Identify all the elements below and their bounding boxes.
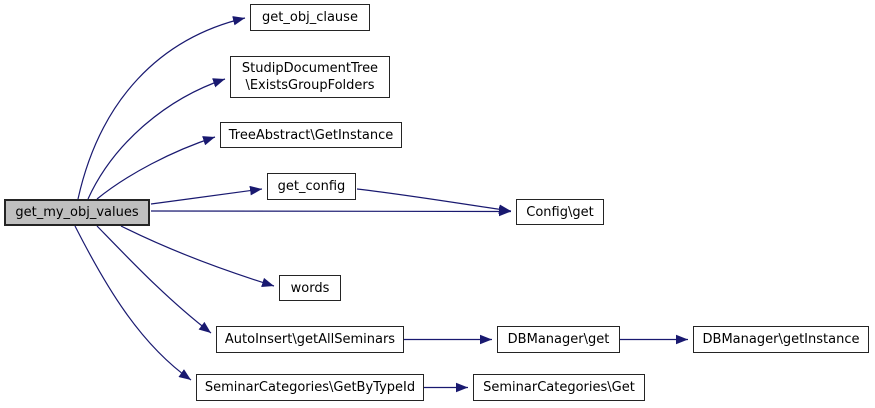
node-label: SeminarCategories\GetByTypeId [204, 380, 416, 395]
node-label-line2: \ExistsGroupFolders [245, 78, 375, 93]
node-label: AutoInsert\getAllSeminars [224, 332, 396, 347]
edge-root-to-tree-abstract [96, 136, 216, 200]
node-label: get_obj_clause [262, 10, 358, 25]
node-label: DBManager\get [507, 332, 610, 347]
node-label: get_config [277, 179, 346, 194]
node-label: Config\get [526, 204, 594, 220]
node-label: SeminarCategories\Get [483, 380, 635, 395]
edge-get-config-to-config-get [356, 188, 512, 215]
node-label: get_my_obj_values [15, 205, 139, 220]
node-get-config[interactable]: get_config [267, 173, 356, 200]
node-get-my-obj-values[interactable]: get_my_obj_values [4, 199, 150, 226]
node-seminar-categories-get-by-type-id[interactable]: SeminarCategories\GetByTypeId [196, 374, 424, 401]
node-auto-insert-get-all-seminars[interactable]: AutoInsert\getAllSeminars [216, 326, 404, 353]
node-db-manager-get[interactable]: DBManager\get [497, 326, 620, 353]
edge-root-to-get-config [150, 185, 263, 205]
node-get-obj-clause[interactable]: get_obj_clause [250, 4, 370, 31]
node-studip-document-tree-exists-group-folders[interactable]: StudipDocumentTree \ExistsGroupFolders [230, 56, 390, 98]
node-tree-abstract-get-instance[interactable]: TreeAbstract\GetInstance [220, 122, 402, 148]
node-words[interactable]: words [279, 275, 341, 301]
node-db-manager-get-instance[interactable]: DBManager\getInstance [693, 326, 869, 353]
node-label: words [290, 280, 330, 296]
edge-root-to-get-obj-clause [77, 16, 246, 200]
edge-root-to-words [120, 225, 275, 288]
node-label: TreeAbstract\GetInstance [228, 127, 394, 143]
edge-root-to-seminar-categories-by-type [74, 225, 192, 381]
node-config-get[interactable]: Config\get [516, 199, 604, 225]
edge-root-to-studip-document-tree [87, 78, 226, 200]
node-label: DBManager\getInstance [702, 332, 860, 347]
node-label-line1: StudipDocumentTree [241, 61, 379, 76]
edge-root-to-auto-insert [96, 225, 212, 334]
node-seminar-categories-get[interactable]: SeminarCategories\Get [473, 374, 645, 401]
edge-root-to-config-get [150, 206, 512, 217]
